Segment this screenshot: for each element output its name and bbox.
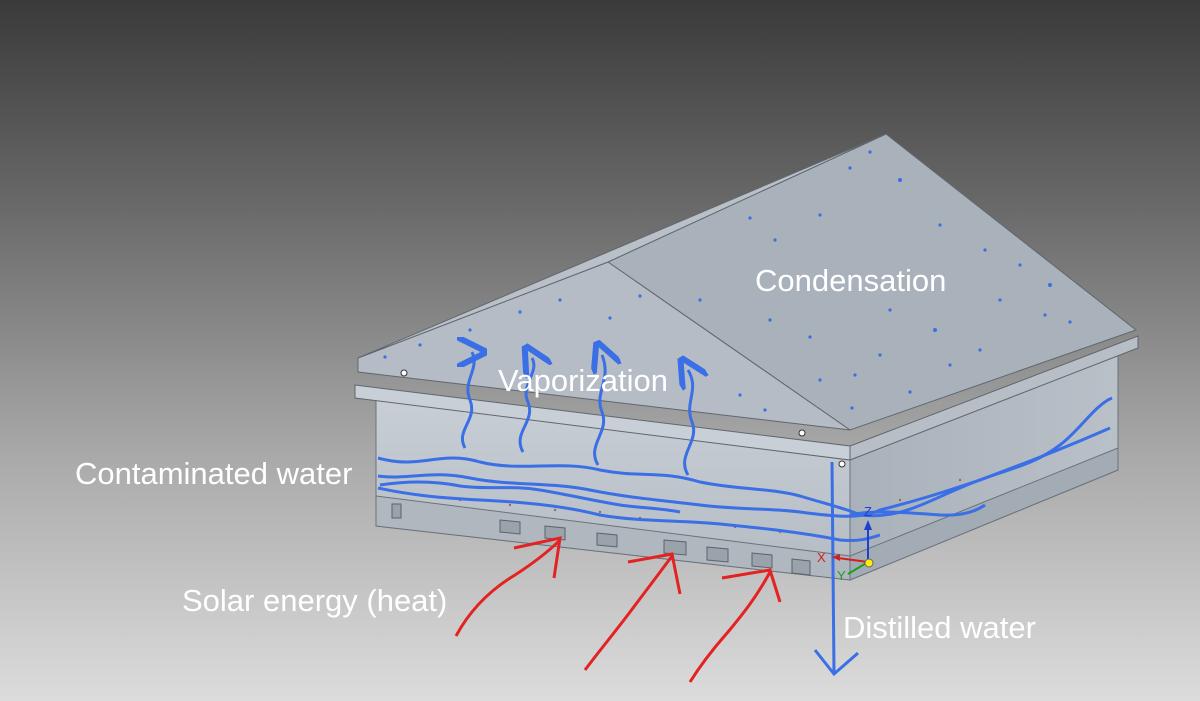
droplet xyxy=(698,298,702,302)
droplet xyxy=(383,355,387,359)
droplet xyxy=(998,298,1002,302)
vapor-arrow xyxy=(518,358,534,453)
droplet xyxy=(818,378,822,382)
vapor-arrows xyxy=(461,352,694,476)
droplet xyxy=(888,308,892,312)
droplet xyxy=(1048,283,1052,287)
screw xyxy=(400,369,408,377)
droplet xyxy=(558,298,562,302)
axis-label-y: Y xyxy=(837,568,846,583)
axis-label-z: Z xyxy=(864,504,872,519)
droplet xyxy=(848,166,852,170)
droplet xyxy=(878,353,882,357)
water-line xyxy=(379,480,681,514)
droplet xyxy=(933,328,937,332)
droplet xyxy=(518,310,522,314)
vent xyxy=(706,546,729,563)
still-body xyxy=(354,335,1139,581)
vapor-arrow xyxy=(595,355,606,466)
droplet xyxy=(853,373,857,377)
water-lines xyxy=(377,396,1113,542)
droplet xyxy=(1068,320,1072,324)
droplet xyxy=(768,318,772,322)
droplet xyxy=(638,294,642,298)
droplet xyxy=(898,178,902,182)
droplet xyxy=(808,335,812,339)
axis-label-x: X xyxy=(817,550,826,565)
droplet xyxy=(908,390,912,394)
condensation-droplets xyxy=(383,150,1072,412)
droplet xyxy=(978,348,982,352)
heat-arrow xyxy=(583,555,674,671)
vent xyxy=(791,558,811,576)
droplet xyxy=(818,213,822,217)
droplet xyxy=(850,406,854,410)
droplet xyxy=(868,150,872,154)
label-vaporization: Vaporization xyxy=(498,363,669,398)
lid-rim-side xyxy=(849,335,1139,461)
axis-origin xyxy=(864,558,874,568)
roof-back-edge xyxy=(357,133,887,359)
label-contaminated-water: Contaminated water xyxy=(75,456,353,491)
heat-arrow xyxy=(513,536,562,579)
droplet xyxy=(748,216,752,220)
vent xyxy=(596,532,618,548)
droplet xyxy=(763,408,767,412)
heat-arrow xyxy=(721,568,782,603)
screw xyxy=(798,429,806,437)
axis-triad: Z X Y xyxy=(817,504,874,583)
vent xyxy=(499,519,521,535)
base-vents xyxy=(391,503,811,576)
label-condensation: Condensation xyxy=(755,263,947,298)
screw xyxy=(838,460,846,468)
droplet xyxy=(468,328,472,332)
droplet xyxy=(608,316,612,320)
droplet xyxy=(418,343,422,347)
heat-arrow xyxy=(688,571,772,683)
vent xyxy=(751,552,773,569)
droplet xyxy=(938,223,942,227)
heat-arrow xyxy=(627,552,682,595)
water-line xyxy=(377,426,1111,518)
vapor-arrow xyxy=(461,352,474,449)
vapor-arrow xyxy=(685,370,694,476)
droplet xyxy=(948,363,952,367)
label-distilled-water: Distilled water xyxy=(843,610,1036,645)
label-solar-energy: Solar energy (heat) xyxy=(182,583,448,618)
droplet xyxy=(1043,313,1047,317)
water-line xyxy=(849,503,986,517)
droplet xyxy=(738,393,742,397)
droplet xyxy=(983,248,987,252)
heat-arrow xyxy=(454,538,562,637)
vent xyxy=(663,539,687,556)
distilled-water-arrow xyxy=(813,461,859,677)
vent xyxy=(391,503,402,519)
water-line xyxy=(377,486,881,542)
droplet xyxy=(1018,263,1022,267)
droplet xyxy=(773,238,777,242)
heat-arrows xyxy=(454,536,782,683)
